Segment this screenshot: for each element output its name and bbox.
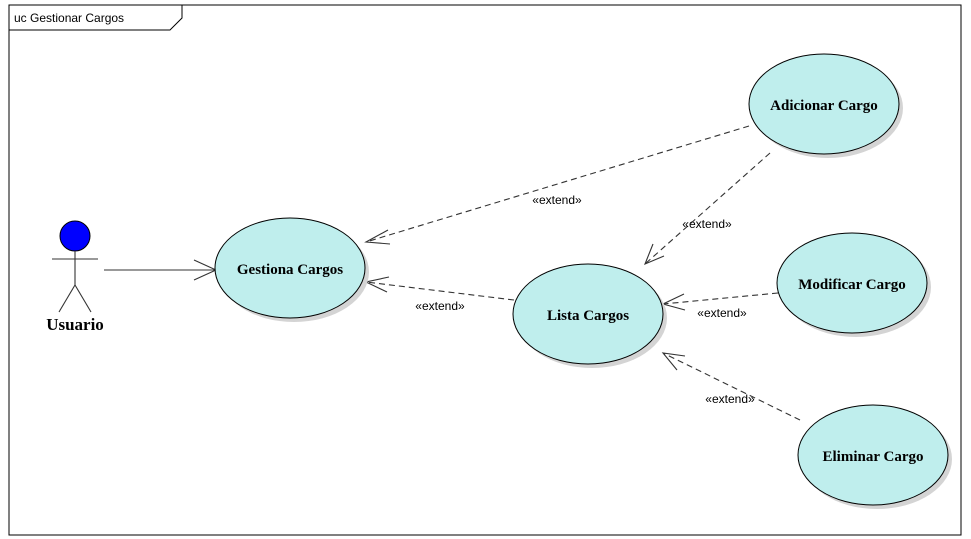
usecase-label: Gestiona Cargos	[237, 262, 343, 278]
extend-modificar-lista: «extend»	[661, 292, 779, 320]
usecase-label: Modificar Cargo	[798, 277, 906, 293]
diagram-frame	[8, 4, 962, 536]
actor-head	[59, 220, 91, 252]
usecase-label: Lista Cargos	[547, 308, 629, 324]
usecase-eliminar-cargo[interactable]: Eliminar Cargo	[797, 404, 952, 509]
frame-tab	[9, 5, 183, 31]
extend-label: «extend»	[697, 306, 747, 320]
frame-title: uc Gestionar Cargos	[14, 11, 124, 25]
extend-label: «extend»	[532, 193, 582, 207]
extend-label: «extend»	[705, 392, 755, 406]
usecase-lista-cargos[interactable]: Lista Cargos	[512, 263, 667, 368]
usecase-label: Eliminar Cargo	[823, 449, 924, 465]
actor-usuario[interactable]: Usuario	[46, 220, 104, 334]
association-usuario-gestiona	[104, 259, 218, 281]
extend-adicionar-lista: «extend»	[644, 152, 771, 266]
usecase-gestiona-cargos[interactable]: Gestiona Cargos	[214, 217, 369, 322]
actor-left-leg	[58, 284, 76, 313]
extend-eliminar-lista: «extend»	[661, 352, 801, 421]
extend-adicionar-gestiona: «extend»	[364, 125, 750, 245]
usecase-label: Adicionar Cargo	[770, 98, 878, 114]
extend-label: «extend»	[682, 217, 732, 231]
extend-label: «extend»	[415, 299, 465, 313]
usecase-adicionar-cargo[interactable]: Adicionar Cargo	[748, 53, 903, 158]
actor-name: Usuario	[46, 315, 104, 334]
usecase-modificar-cargo[interactable]: Modificar Cargo	[776, 232, 931, 337]
extend-lista-gestiona: «extend»	[364, 276, 515, 313]
actor-right-leg	[74, 284, 92, 313]
